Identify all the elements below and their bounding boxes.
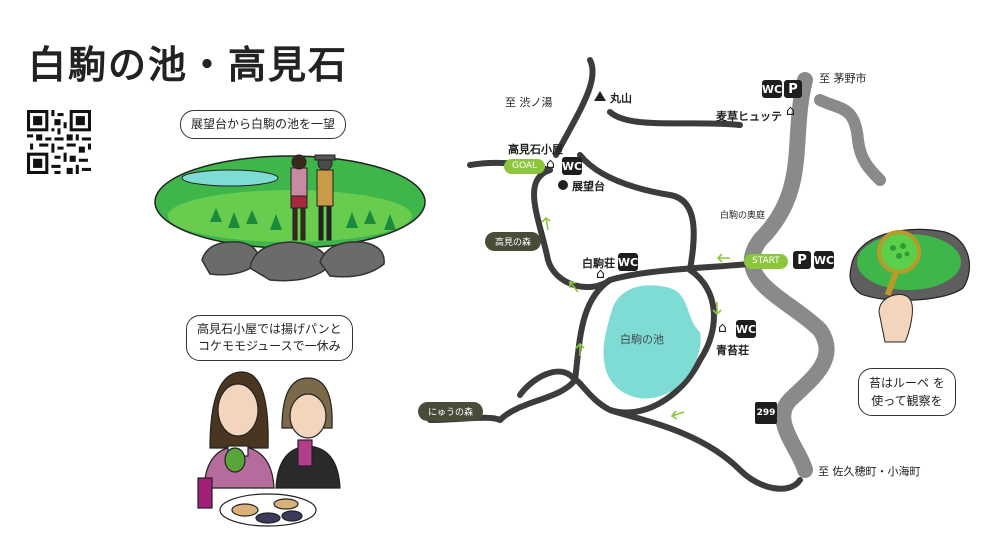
wc-icon: WC [736,320,756,338]
label-maruyama: 丸山 [610,92,632,105]
label-to-shibunoyu: 至 渋ノ湯 [505,96,553,109]
bubble-cafe: 高見石小屋では揚げパンと コケモモジュースで一休み [186,315,353,361]
hut-icon: ⌂ [786,103,795,119]
label-takami-forest: 高見の森 [485,232,542,251]
hut-icon: ⌂ [546,156,555,172]
start-marker: START [744,254,788,269]
parking-icon: P [793,251,811,269]
bubble-cafe-line-2: コケモモジュースで一休み [198,339,341,353]
bubble-moss-line-2: 使って観察を [871,394,943,408]
label-seitai-so: 青苔荘 [716,344,749,357]
label-to-saku: 至 佐久穂町・小海町 [818,465,921,478]
wc-icon: WC [618,253,638,271]
road-299 [744,72,835,478]
label-mugikusa-hutte: 麦草ヒュッテ [716,110,782,123]
hiking-trails [427,57,803,492]
arrow-icon [541,216,730,420]
mountain-peak-icon [594,91,606,101]
goal-marker: GOAL [504,159,546,174]
moss-illustration [849,228,971,343]
label-shirakoma-so: 白駒荘 [582,257,615,270]
label-pond: 白駒の池 [620,333,664,346]
road-chino-spur [814,94,886,186]
viewpoint-dot-icon [558,180,568,190]
bubble-moss: 苔はルーペ を 使って観察を [858,368,956,416]
bubble-cafe-line-1: 高見石小屋では揚げパンと [197,322,342,336]
bubble-view: 展望台から白駒の池を一望 [180,110,347,139]
label-takamiishi-hut: 高見石小屋 [508,143,563,156]
hut-icon: ⌂ [718,320,727,336]
wc-icon: WC [762,80,782,98]
qr-code-icon [27,110,91,174]
hut-icon: ⌂ [596,266,605,282]
route-shield-icon: 299 [755,402,777,424]
label-tenbodai: 展望台 [572,180,605,193]
label-shirakoma-okuniwa: 白駒の奥庭 [720,211,766,221]
shirakoma-pond [603,285,701,399]
wc-icon: WC [814,251,834,269]
viewpoint-illustration [154,154,426,282]
page-title: 白駒の池・高見石 [28,43,349,87]
wc-icon: WC [562,157,582,175]
cafe-illustration [197,371,341,527]
label-to-chino: 至 茅野市 [819,72,867,85]
label-nyuu-forest: にゅうの森 [418,402,484,421]
bubble-moss-line-1: 苔はルーペ を [869,376,945,390]
parking-icon: P [784,80,802,98]
